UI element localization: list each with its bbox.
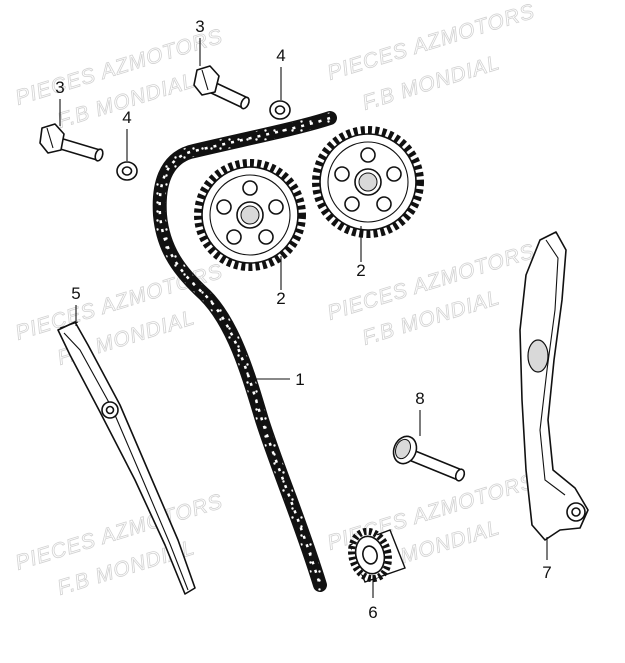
camshaft-sprocket-right xyxy=(312,126,424,238)
sprocket-bolt-left xyxy=(39,123,104,162)
camshaft-sprocket-left xyxy=(194,159,306,271)
leader-lines xyxy=(59,38,548,598)
sprocket-bolt-top xyxy=(193,65,250,110)
callout-washer-top: 4 xyxy=(276,46,285,65)
callout-washer-left: 4 xyxy=(122,108,131,127)
washer-left xyxy=(116,161,138,181)
callout-sprocket-right: 2 xyxy=(356,261,365,280)
callout-bolt-left: 3 xyxy=(55,78,64,97)
callout-chain: 1 xyxy=(295,370,304,389)
callout-labels: 1 2 2 3 3 4 4 5 6 7 8 xyxy=(55,17,551,622)
tensioner-slider-right xyxy=(519,231,589,541)
timing-chain xyxy=(152,111,337,592)
tensioner-gear xyxy=(348,527,406,583)
callout-bolt-top: 3 xyxy=(195,17,204,36)
callout-pivot-pin: 8 xyxy=(415,389,424,408)
callout-tensioner-slider: 7 xyxy=(542,563,551,582)
pivot-pin xyxy=(392,435,466,482)
washer-top xyxy=(269,100,291,120)
callout-sprocket-left: 2 xyxy=(276,289,285,308)
callout-guide-left: 5 xyxy=(71,284,80,303)
callout-tensioner-gear: 6 xyxy=(368,603,377,622)
chain-guide-left xyxy=(57,321,196,595)
watermark-group: PIECES AZMOTORS F.B MONDIAL PIECES AZMOT… xyxy=(12,0,538,600)
